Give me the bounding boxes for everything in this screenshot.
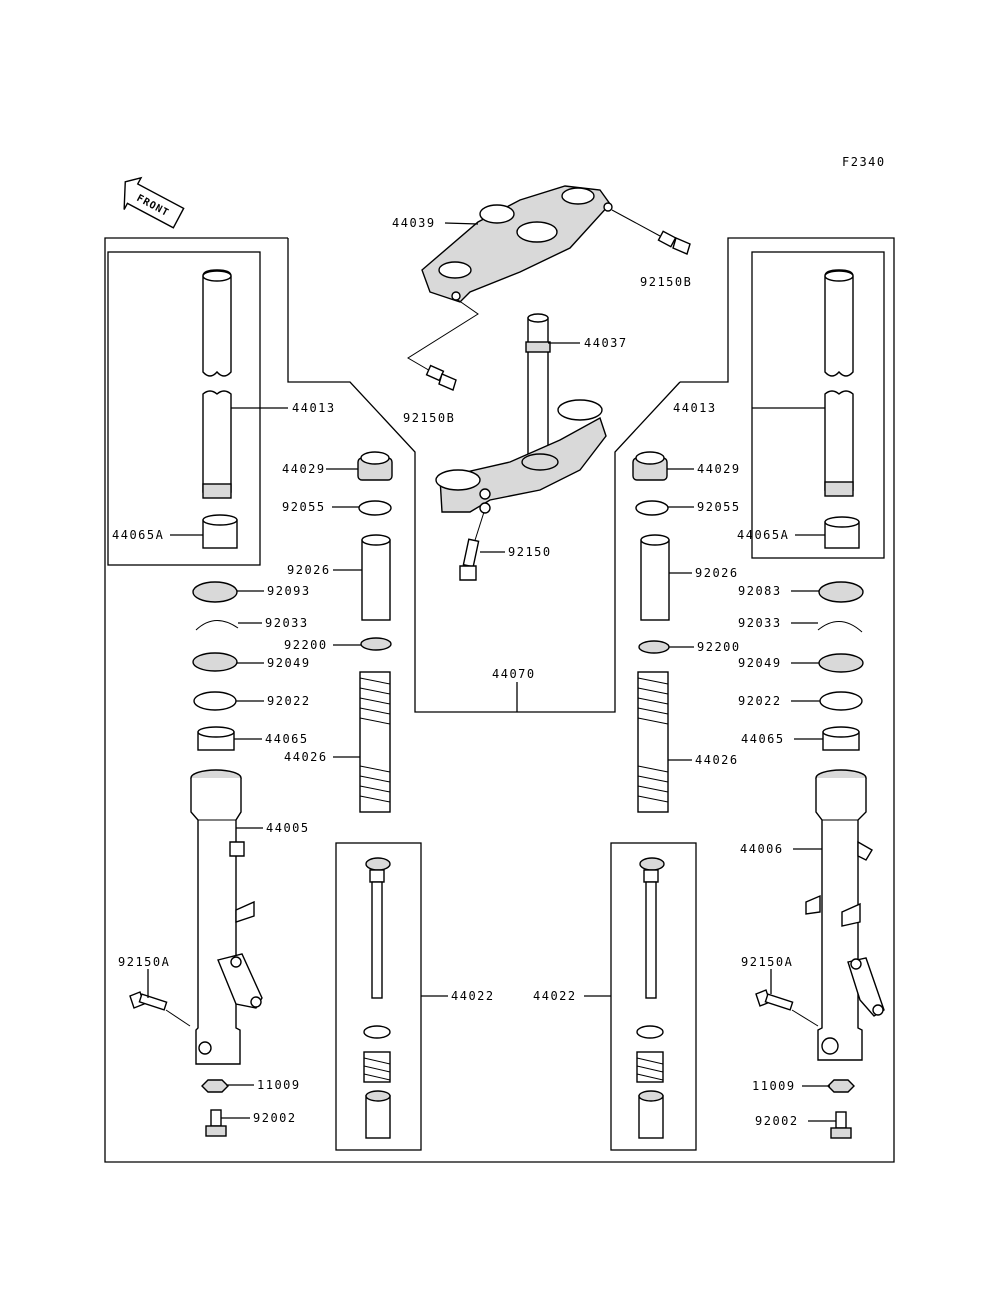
label-92093: 92093: [267, 584, 311, 598]
damper-rod-right: [636, 857, 665, 1139]
label-92049-left: 92049: [267, 656, 311, 670]
label-44029-right: 44029: [697, 462, 741, 476]
label-44065-right: 44065: [741, 732, 785, 746]
oring-92055-right: [635, 500, 669, 516]
label-92033-left: 92033: [265, 616, 309, 630]
bolt-92150B-mid: [425, 364, 457, 391]
label-44006: 44006: [740, 842, 784, 856]
steering-stem-lower-clamp: [435, 313, 607, 514]
label-44022-right: 44022: [533, 989, 577, 1003]
label-92150B-top: 92150B: [640, 275, 692, 289]
spring-44026-right: [637, 671, 669, 813]
label-11009-right: 11009: [752, 1079, 796, 1093]
cap-44029-right: [632, 451, 668, 481]
bushing-44065A-right: [824, 516, 860, 549]
oilseal-92049-right: [818, 653, 864, 673]
label-92200-right: 92200: [697, 640, 741, 654]
spring-44026-left: [359, 671, 391, 813]
upper-triple-clamp: [421, 185, 613, 303]
label-44037: 44037: [584, 336, 628, 350]
label-92033-right: 92033: [738, 616, 782, 630]
outer-frame-right: [500, 237, 895, 1163]
label-92055-right: 92055: [697, 500, 741, 514]
bushing-44065A-left: [202, 514, 238, 549]
nut-11009-left: [201, 1079, 229, 1093]
nut-11009-right: [827, 1079, 855, 1093]
washer-92022-left: [193, 691, 237, 711]
label-44013-left: 44013: [292, 401, 336, 415]
label-92150: 92150: [508, 545, 552, 559]
label-44022-left: 44022: [451, 989, 495, 1003]
bolt-92002-left: [205, 1109, 227, 1137]
bolt-92150: [459, 511, 485, 581]
figure-code: F2340: [842, 155, 886, 169]
label-44026-right: 44026: [695, 753, 739, 767]
front-arrow-icon: FRONT: [123, 176, 185, 229]
label-44029-left: 44029: [282, 462, 326, 476]
label-92022-left: 92022: [267, 694, 311, 708]
label-11009-left: 11009: [257, 1078, 301, 1092]
outer-frame-left: [104, 237, 500, 1163]
label-92026-left: 92026: [287, 563, 331, 577]
bolt-92002-right: [830, 1111, 852, 1139]
oring-92055-left: [358, 500, 392, 516]
label-92200-left: 92200: [284, 638, 328, 652]
label-92022-right: 92022: [738, 694, 782, 708]
oilseal-92049-left: [192, 652, 238, 672]
label-92002-left: 92002: [253, 1111, 297, 1125]
label-92055-left: 92055: [282, 500, 326, 514]
bolt-92150A-right: [755, 989, 819, 1027]
frame-step-left: [287, 238, 681, 713]
label-92150A-left: 92150A: [118, 955, 170, 969]
bolt-92150B-top: [611, 209, 691, 255]
label-44005: 44005: [266, 821, 310, 835]
label-92002-right: 92002: [755, 1114, 799, 1128]
label-44065-left: 44065: [265, 732, 309, 746]
fork-outer-tube-44005: [190, 769, 263, 1065]
label-44039: 44039: [392, 216, 436, 230]
cap-44029-left: [357, 451, 393, 481]
label-92026-right: 92026: [695, 566, 739, 580]
fork-inner-tube-right: [824, 269, 854, 497]
label-92083: 92083: [738, 584, 782, 598]
label-44026-left: 44026: [284, 750, 328, 764]
label-92150B-mid: 92150B: [403, 411, 455, 425]
washer-92022-right: [819, 691, 863, 711]
label-44013-right: 44013: [673, 401, 717, 415]
spacer-92026-left: [361, 534, 391, 621]
leader-44039: [444, 222, 479, 225]
label-44065A-left: 44065A: [112, 528, 164, 542]
fork-inner-tube-left: [202, 269, 232, 499]
clip-92033-left: [195, 620, 239, 631]
label-44065A-right: 44065A: [737, 528, 789, 542]
spacer-92026-right: [640, 534, 670, 621]
bushing-44065-left: [197, 726, 235, 751]
damper-rod-left: [363, 857, 391, 1139]
fork-outer-tube-44006: [805, 769, 885, 1061]
washer-92200-left: [360, 637, 392, 651]
seal-92093: [192, 581, 238, 603]
washer-92200-right: [638, 640, 670, 654]
box-44013-right: [751, 251, 885, 559]
leader-92150B-mid: [407, 299, 479, 373]
bolt-92150A-left: [129, 991, 191, 1027]
clip-92033-right: [817, 621, 863, 633]
seal-92083: [818, 581, 864, 603]
bushing-44065-right: [822, 726, 860, 751]
label-92150A-right: 92150A: [741, 955, 793, 969]
label-92049-right: 92049: [738, 656, 782, 670]
label-44070: 44070: [492, 667, 536, 681]
